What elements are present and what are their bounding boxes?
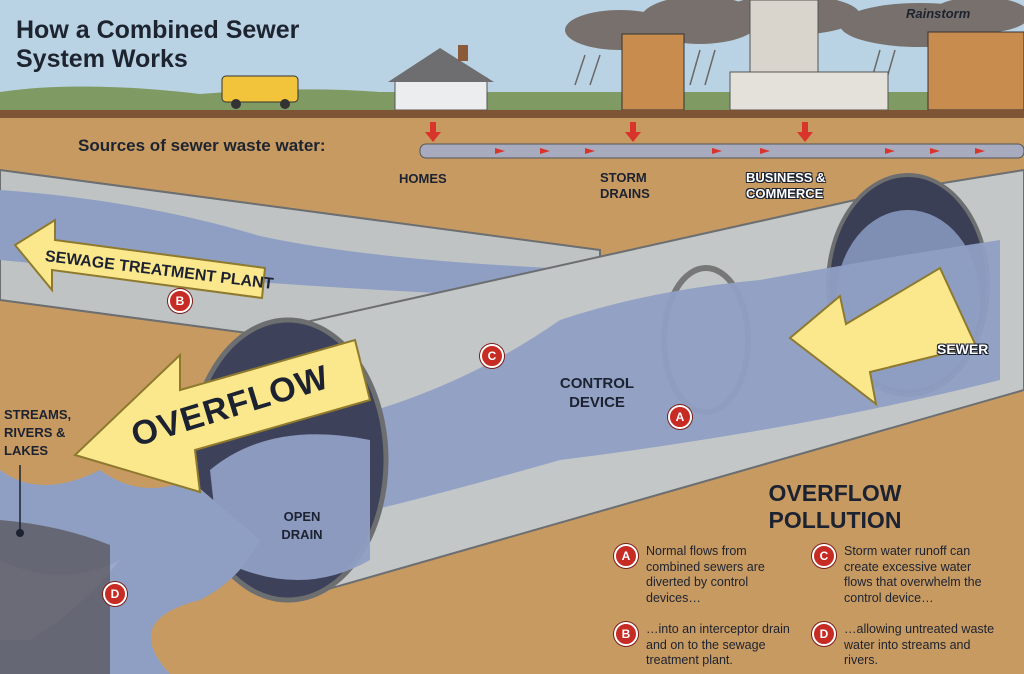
note-d-text: …allowing untreated waste water into str… bbox=[844, 622, 995, 667]
note-b: B …into an interceptor drain and on to t… bbox=[614, 622, 801, 669]
note-d-marker: D bbox=[812, 622, 836, 646]
marker-d: D bbox=[103, 582, 127, 606]
flow-arrows bbox=[425, 122, 985, 154]
note-d: D …allowing untreated waste water into s… bbox=[812, 622, 999, 669]
note-a: A Normal flows from combined sewers are … bbox=[614, 544, 801, 606]
van bbox=[221, 75, 299, 109]
note-b-text: …into an interceptor drain and on to the… bbox=[646, 622, 790, 667]
marker-b: B bbox=[168, 289, 192, 313]
note-b-marker: B bbox=[614, 622, 638, 646]
sewer-label: SEWER bbox=[937, 341, 989, 357]
overflow-pollution-title: OVERFLOW POLLUTION bbox=[768, 480, 902, 533]
diagram-title: How a Combined Sewer System Works bbox=[16, 16, 300, 73]
note-a-text: Normal flows from combined sewers are di… bbox=[646, 544, 765, 605]
ground-surface bbox=[0, 110, 1024, 118]
streams-label: STREAMS, RIVERS & LAKES bbox=[4, 407, 72, 458]
note-c-marker: C bbox=[812, 544, 836, 568]
sewer-flow-arrow bbox=[788, 266, 978, 407]
rainstorm-label: Rainstorm bbox=[906, 6, 971, 21]
overflow-arrow bbox=[73, 338, 372, 494]
source-homes-label: HOMES bbox=[399, 171, 447, 186]
marker-c: C bbox=[480, 344, 504, 368]
note-a-marker: A bbox=[614, 544, 638, 568]
note-c-text: Storm water runoff can create excessive … bbox=[844, 544, 982, 605]
sewage-plant-arrow bbox=[13, 218, 267, 300]
control-device-label: CONTROL DEVICE bbox=[559, 375, 635, 411]
source-business-label: BUSINESS & COMMERCE bbox=[746, 170, 826, 201]
source-storm-drains-label: STORM DRAINS bbox=[600, 170, 650, 201]
stream-bank bbox=[0, 520, 110, 674]
office-building-right bbox=[927, 31, 1024, 111]
house bbox=[388, 45, 494, 111]
marker-a: A bbox=[668, 405, 692, 429]
office-building-left bbox=[621, 33, 685, 111]
tall-building bbox=[729, 0, 889, 111]
note-c: C Storm water runoff can create excessiv… bbox=[812, 544, 999, 606]
open-drain-label: OPEN DRAIN bbox=[281, 509, 323, 542]
sources-heading: Sources of sewer waste water: bbox=[78, 136, 326, 155]
